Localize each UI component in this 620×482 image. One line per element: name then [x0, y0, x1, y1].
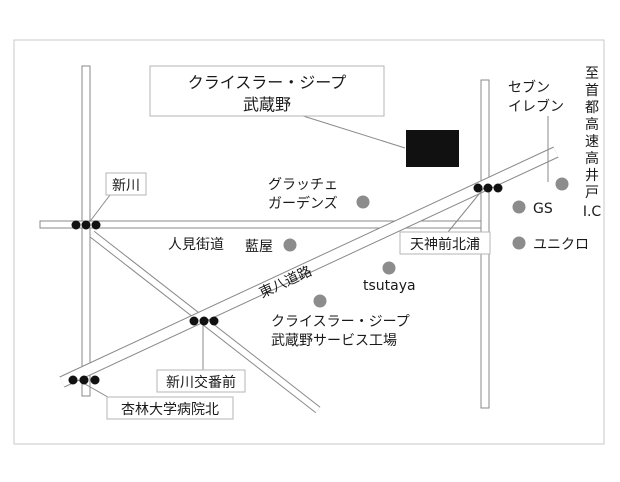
highway-char-3: 都 [585, 100, 599, 116]
poi-seven-line2: イレブン [508, 98, 564, 115]
road-west-vertical [81, 65, 91, 397]
traffic-signals [68, 183, 503, 385]
poi-seven-eleven-marker[interactable] [555, 177, 569, 191]
label-shinkawa: 新川 [112, 178, 140, 194]
label-kyorin-hospital-north: 杏林大学病院北 [121, 402, 219, 418]
dealer-title-line2: 武蔵野 [243, 95, 291, 114]
poi-aiya-marker[interactable] [283, 238, 297, 252]
points-of-interest: グラッチェ ガーデンズ 藍屋 tsutaya クライスラー・ジープ 武蔵野サービ… [245, 79, 589, 349]
highway-char-9: I.C [583, 204, 602, 220]
signal-kyorin-hospital [68, 375, 100, 385]
label-box-kyorin [106, 396, 234, 420]
road-label-hitomi-kaido: 人見街道 [168, 237, 224, 253]
poi-uniqlo-marker[interactable] [512, 236, 526, 250]
intersection-labels: 新川 新川交番前 杏林大学病院北 天神前北浦 [105, 172, 491, 420]
highway-char-2: 首 [585, 83, 599, 99]
poi-tsutaya-marker[interactable] [382, 261, 396, 275]
road-hitomi-kaido [39, 220, 482, 229]
label-box-shinkawa-koban-mae [156, 369, 246, 393]
highway-char-4: 高 [585, 116, 599, 133]
dealer-building[interactable] [406, 130, 459, 167]
highway-char-8: 戸 [585, 185, 599, 201]
label-shinkawa-koban-mae: 新川交番前 [166, 374, 236, 391]
poi-uniqlo-label: ユニクロ [533, 237, 589, 253]
dealer-title-line1: クライスラー・ジープ [188, 73, 347, 92]
dealer-label-box [149, 65, 385, 117]
label-box-shinkawa [105, 172, 147, 196]
poi-aiya-label: 藍屋 [245, 239, 273, 255]
signal-tenjinmae [473, 183, 503, 193]
highway-char-5: 速 [585, 134, 599, 150]
highway-direction-label: 至 首 都 高 速 高 井 戸 I.C [583, 66, 602, 220]
poi-gs-marker[interactable] [512, 200, 526, 214]
poi-service-line2: 武蔵野サービス工場 [271, 333, 397, 349]
highway-char-1: 至 [585, 66, 599, 82]
signal-shinkawa [71, 220, 101, 230]
poi-gracce-line1: グラッチェ [268, 177, 338, 193]
label-tenjinmae-kitaura: 天神前北浦 [410, 236, 480, 253]
highway-char-6: 高 [585, 150, 599, 167]
poi-gracce-line2: ガーデンズ [268, 195, 338, 212]
poi-tsutaya-label: tsutaya [363, 278, 416, 294]
label-box-tenjinmae [399, 231, 491, 255]
poi-seven-line1: セブン [508, 79, 550, 96]
poi-gs-label: GS [533, 201, 553, 217]
poi-gracce-marker[interactable] [356, 195, 370, 209]
signal-shinkawa-koban-mae [189, 316, 219, 326]
highway-char-7: 井 [585, 168, 599, 184]
poi-service-line1: クライスラー・ジープ [271, 314, 410, 330]
poi-service-marker[interactable] [313, 294, 327, 308]
